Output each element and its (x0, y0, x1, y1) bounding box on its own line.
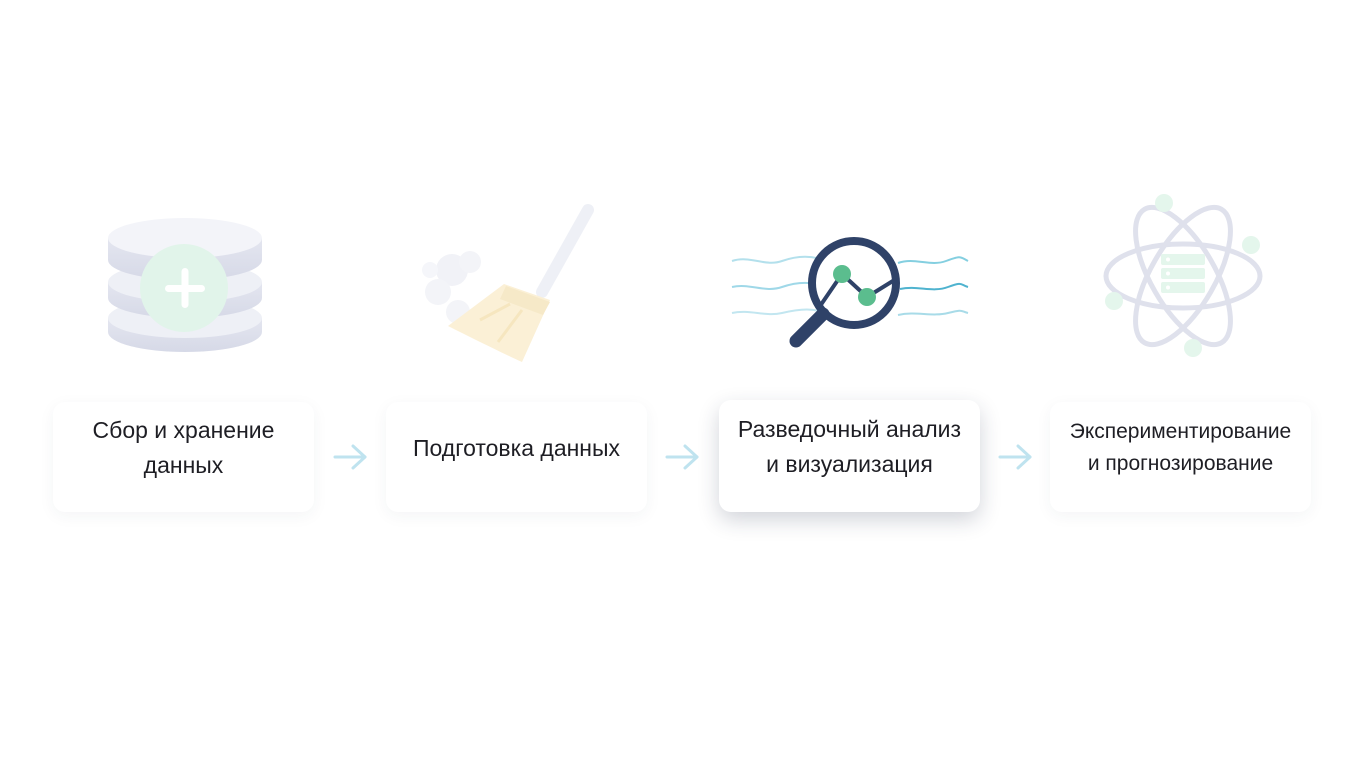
step-card-data-preparation: Подготовка данных (386, 402, 647, 512)
step-label: Сбор и хранение данных (92, 417, 275, 478)
step-card-exploratory-analysis: Разведочный анализ и визуализация (719, 400, 980, 512)
step-label: Разведочный анализ и визуализация (737, 416, 962, 477)
atom-icon (1103, 194, 1263, 357)
magnifier-chart-icon (731, 237, 969, 348)
step-card-experimentation: Экспериментирование и прогнозирование (1050, 402, 1311, 512)
step-label: Подготовка данных (412, 434, 621, 461)
database-add-icon (108, 218, 262, 352)
arrow-right-icon (998, 444, 1032, 470)
arrow-right-icon (333, 444, 367, 470)
arrow-right-icon (665, 444, 699, 470)
step-label: Экспериментирование и прогнозирование (1069, 420, 1292, 475)
broom-icon (422, 204, 594, 362)
step-card-data-collection: Сбор и хранение данных (53, 402, 314, 512)
